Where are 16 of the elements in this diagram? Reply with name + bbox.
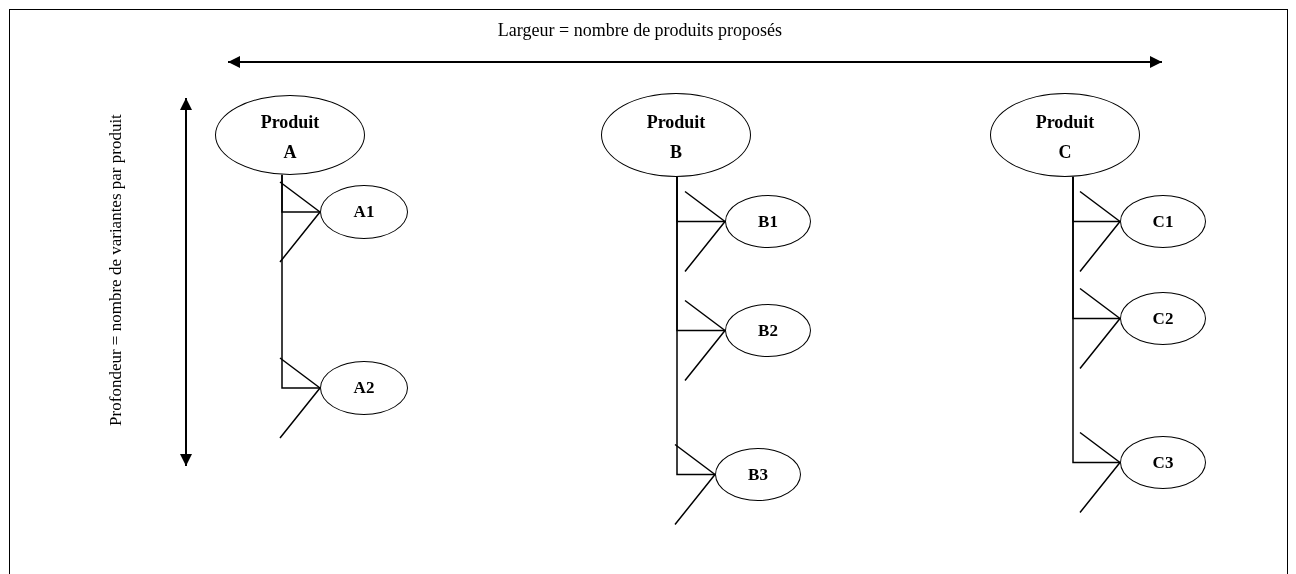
dimension-label: Largeur = nombre de produits proposés — [496, 19, 784, 42]
node-label: Produit B — [645, 111, 707, 164]
connector-line — [1072, 176, 1121, 514]
node-label: A1 — [353, 201, 375, 224]
dimension-label: Profondeur = nombre de variantes par produit — [105, 113, 126, 428]
connector-line — [674, 176, 716, 526]
node-label: C1 — [1152, 210, 1174, 233]
connector-line — [279, 174, 321, 439]
node-label: B3 — [748, 463, 768, 486]
node-label: A2 — [353, 377, 375, 400]
node-label: C3 — [1152, 451, 1174, 474]
node-label: B1 — [758, 210, 778, 233]
node-label: Produit A — [259, 111, 321, 164]
node-label: Produit C — [1034, 111, 1096, 164]
node-label: B2 — [758, 319, 778, 342]
node-label: C2 — [1152, 307, 1174, 330]
